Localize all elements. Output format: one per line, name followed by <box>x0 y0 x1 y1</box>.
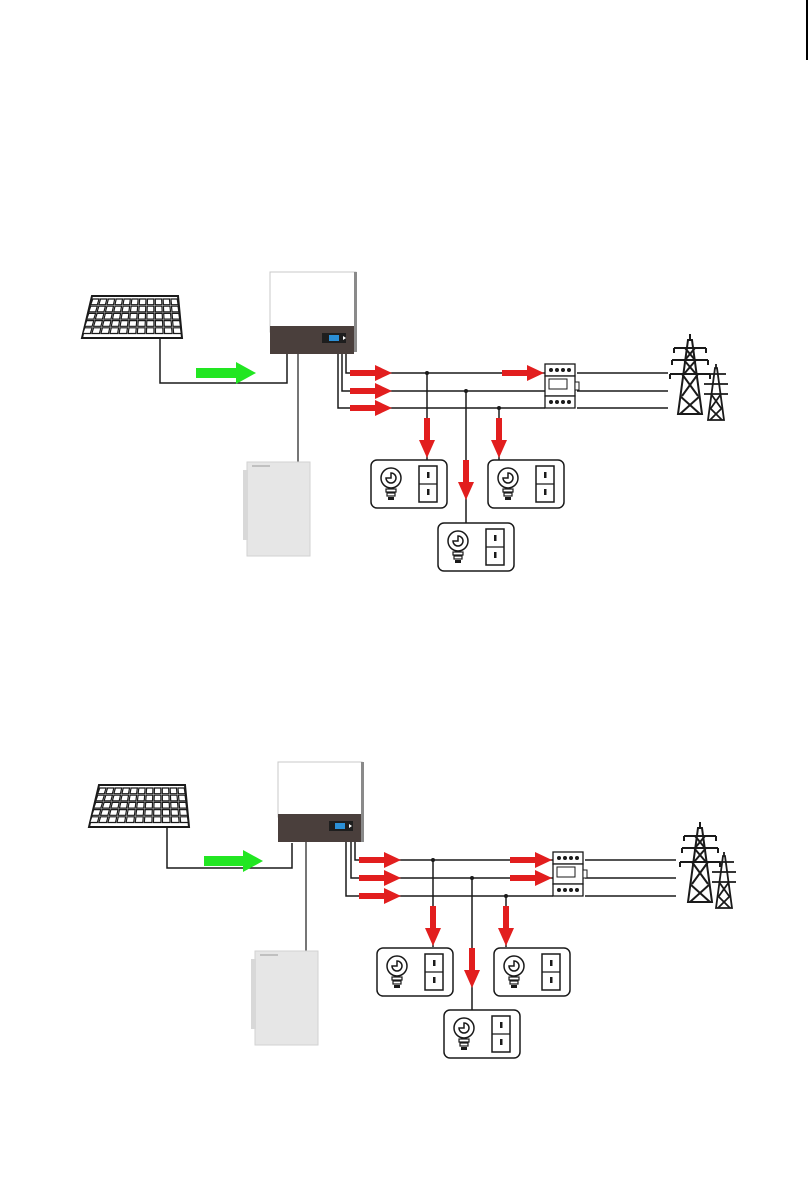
load-lightbulb-icon <box>438 523 514 571</box>
load-lightbulb-icon <box>444 1010 520 1058</box>
load-arrow-2 <box>464 948 480 988</box>
energy-meter-icon <box>545 364 579 408</box>
diagram-scenario-2 <box>89 762 736 1058</box>
inverter-icon <box>278 762 364 842</box>
inverter-output-arrow-l1 <box>359 852 401 868</box>
power-grid-tower-icon <box>679 822 736 908</box>
load-lightbulb-icon <box>494 948 570 996</box>
battery-icon <box>251 951 318 1045</box>
load-arrow-3 <box>491 418 507 458</box>
battery-icon <box>243 462 310 556</box>
solar-flow-arrow <box>196 362 256 384</box>
load-arrow-1 <box>419 418 435 458</box>
inverter-output-arrow-l2 <box>359 870 401 886</box>
diagram-scenario-1 <box>82 272 728 571</box>
load-arrow-1 <box>425 906 441 946</box>
energy-meter-icon <box>553 852 587 896</box>
inverter-output-arrow-l3 <box>350 400 392 416</box>
inverter-output-arrow-l2 <box>350 383 392 399</box>
power-grid-tower-icon <box>669 334 728 420</box>
solar-panel-icon <box>82 296 182 338</box>
inverter-icon <box>270 272 357 354</box>
load-arrow-3 <box>498 906 514 946</box>
grid-export-arrow-l1 <box>510 852 552 868</box>
load-arrow-2 <box>458 460 474 500</box>
inverter-output-arrow-l1 <box>350 365 392 381</box>
load-lightbulb-icon <box>371 460 447 508</box>
load-lightbulb-icon <box>488 460 564 508</box>
inverter-output-arrow-l3 <box>359 888 401 904</box>
load-lightbulb-icon <box>377 948 453 996</box>
grid-export-arrow-l2 <box>510 870 552 886</box>
solar-panel-icon <box>89 785 189 827</box>
grid-export-arrow-l1 <box>502 365 544 381</box>
